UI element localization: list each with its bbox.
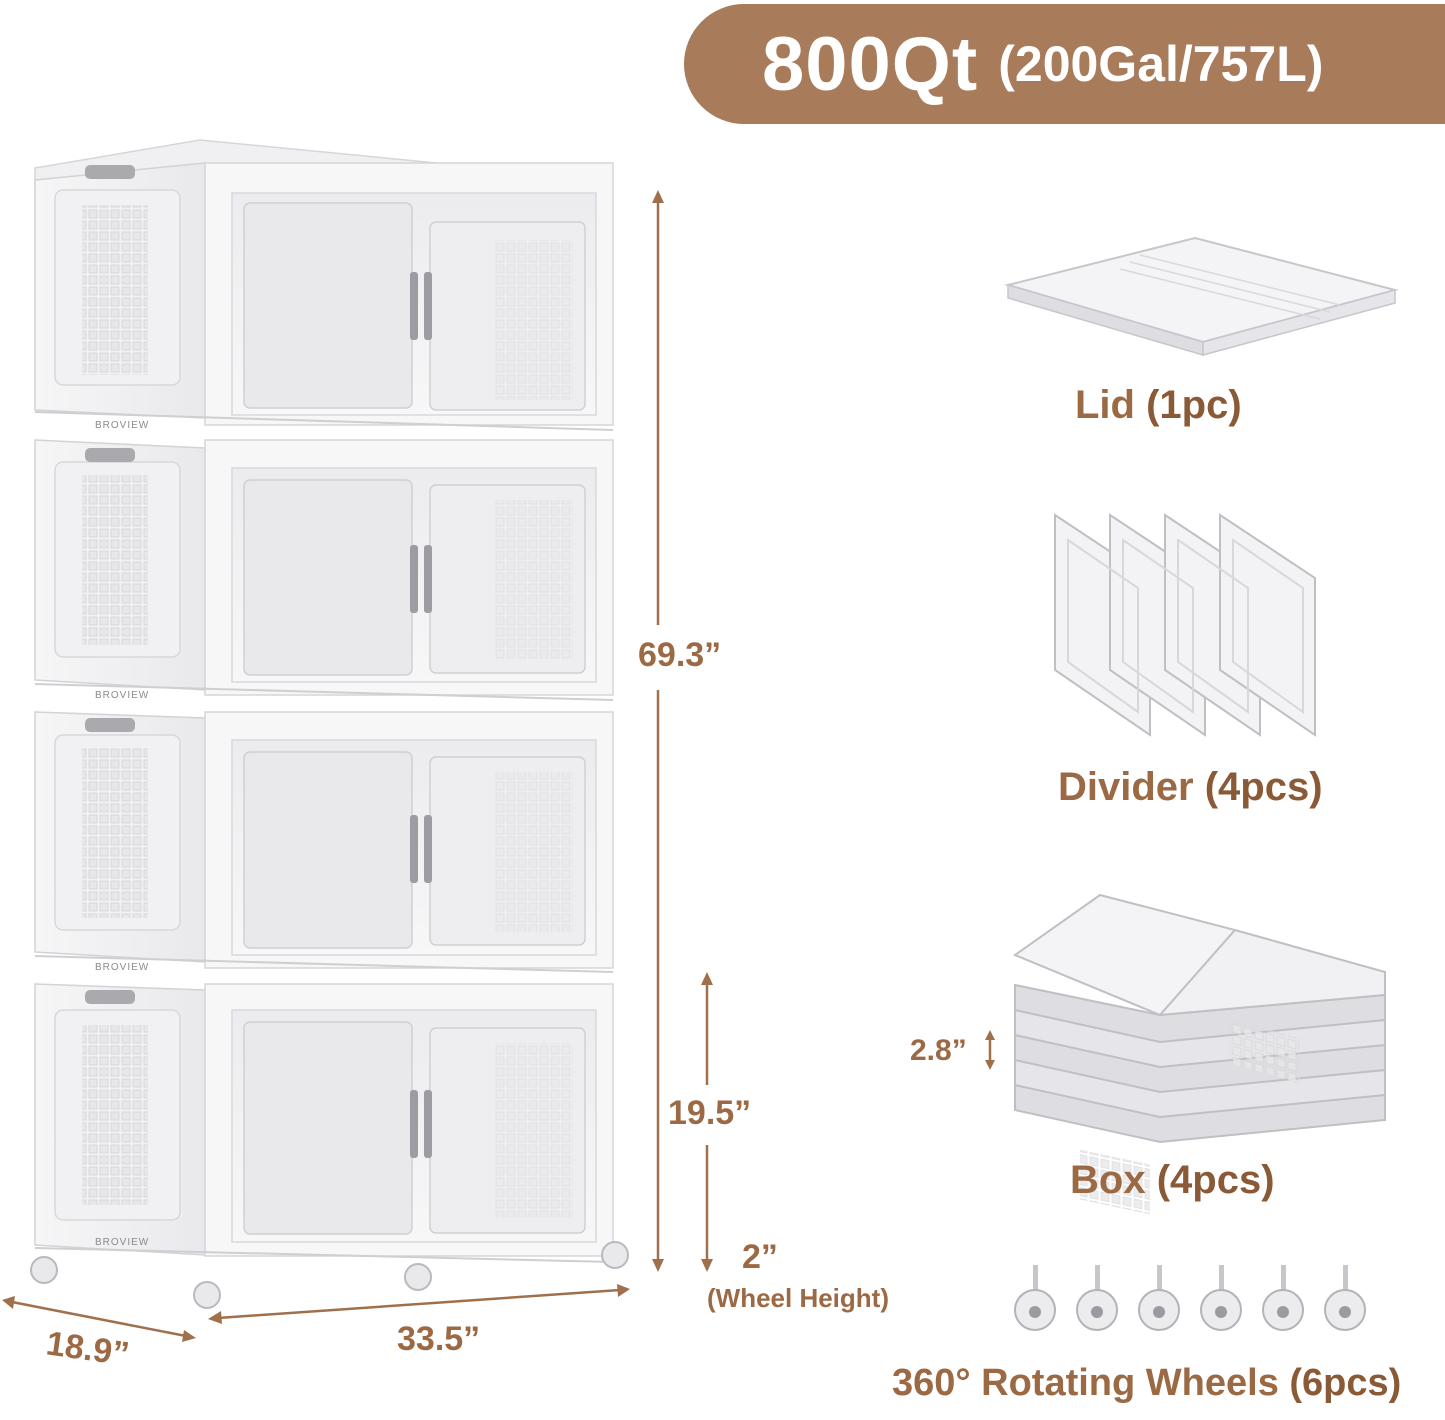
cabinet-tier-3 bbox=[34, 711, 614, 973]
folded-boxes-illustration bbox=[1012, 893, 1386, 1215]
width-label: 33.5” bbox=[397, 1320, 481, 1358]
divider-label: Divider (4pcs) bbox=[1058, 765, 1323, 810]
box-label: Box (4pcs) bbox=[1070, 1158, 1275, 1203]
cabinet-tier-2 bbox=[34, 439, 614, 701]
folded-thickness-label: 2.8” bbox=[910, 1034, 967, 1067]
cabinet-tier-1 bbox=[34, 162, 614, 431]
lid-illustration bbox=[1004, 236, 1399, 357]
box-qty: (4pcs) bbox=[1156, 1158, 1275, 1202]
dimension-lines bbox=[2, 190, 995, 1342]
cabinet-tier-4 bbox=[34, 983, 614, 1263]
wheels-qty: (6pcs) bbox=[1289, 1362, 1402, 1404]
box-name: Box bbox=[1070, 1158, 1146, 1202]
divider-name: Divider bbox=[1058, 765, 1194, 809]
divider-illustration bbox=[1054, 513, 1316, 737]
wheel-height-note: (Wheel Height) bbox=[707, 1283, 889, 1313]
cabinet-wheels bbox=[30, 1241, 629, 1309]
capacity-quarts: 800Qt bbox=[762, 21, 979, 107]
wheels-name: 360° Rotating Wheels bbox=[892, 1362, 1279, 1404]
lid-label: Lid (1pc) bbox=[1075, 383, 1242, 428]
brand-mark-tier-1: BROVIEW bbox=[95, 420, 150, 431]
lid-name: Lid bbox=[1075, 383, 1135, 427]
total-height-label: 69.3” bbox=[638, 636, 722, 674]
brand-mark-tier-3: BROVIEW bbox=[95, 962, 150, 973]
wheel-height-value: 2” bbox=[742, 1238, 778, 1276]
capacity-gallons-liters: (200Gal/757L) bbox=[998, 36, 1324, 92]
wheels-label: 360° Rotating Wheels (6pcs) bbox=[892, 1362, 1401, 1405]
lid-qty: (1pc) bbox=[1146, 383, 1242, 427]
box-height-label: 19.5” bbox=[668, 1094, 752, 1132]
brand-mark-tier-2: BROVIEW bbox=[95, 690, 150, 701]
wheels-illustration bbox=[1014, 1265, 1366, 1331]
divider-qty: (4pcs) bbox=[1204, 765, 1323, 809]
capacity-banner: 800Qt (200Gal/757L) bbox=[684, 4, 1445, 124]
brand-mark-tier-4: BROVIEW bbox=[95, 1237, 150, 1248]
